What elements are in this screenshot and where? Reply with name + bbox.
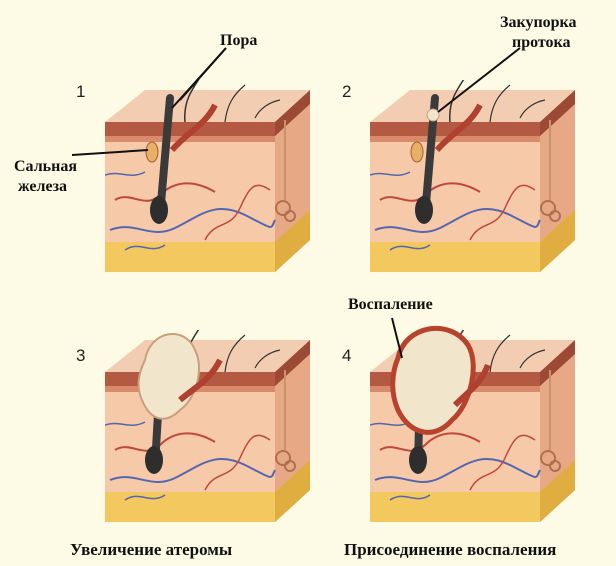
- panel-number-4: 4: [342, 346, 351, 366]
- label-sebaceous-line2: железа: [18, 178, 67, 196]
- panel-number-3: 3: [76, 346, 85, 366]
- label-pore: Пора: [220, 32, 257, 50]
- sebaceous-gland: [411, 142, 423, 162]
- hair-follicle: [409, 446, 427, 474]
- panel-number-2: 2: [342, 82, 351, 102]
- label-inflammation: Воспаление: [348, 296, 433, 314]
- panel-3: [105, 320, 310, 522]
- panel-2: [370, 70, 575, 272]
- sebaceous-gland: [146, 142, 158, 162]
- label-blockage-line2: протока: [512, 34, 571, 52]
- hair-follicle: [150, 196, 168, 224]
- panel-1: [105, 70, 310, 272]
- hair-follicle: [415, 196, 433, 224]
- panel-number-1: 1: [76, 82, 85, 102]
- label-sebaceous-line1: Сальная: [14, 158, 77, 176]
- hair-follicle: [145, 446, 163, 474]
- duct-blockage: [427, 109, 439, 121]
- label-blockage-line1: Закупорка: [500, 14, 577, 32]
- caption-inflammation-join: Присоединение воспаления: [344, 540, 556, 560]
- caption-enlargement: Увеличение атеромы: [70, 540, 232, 560]
